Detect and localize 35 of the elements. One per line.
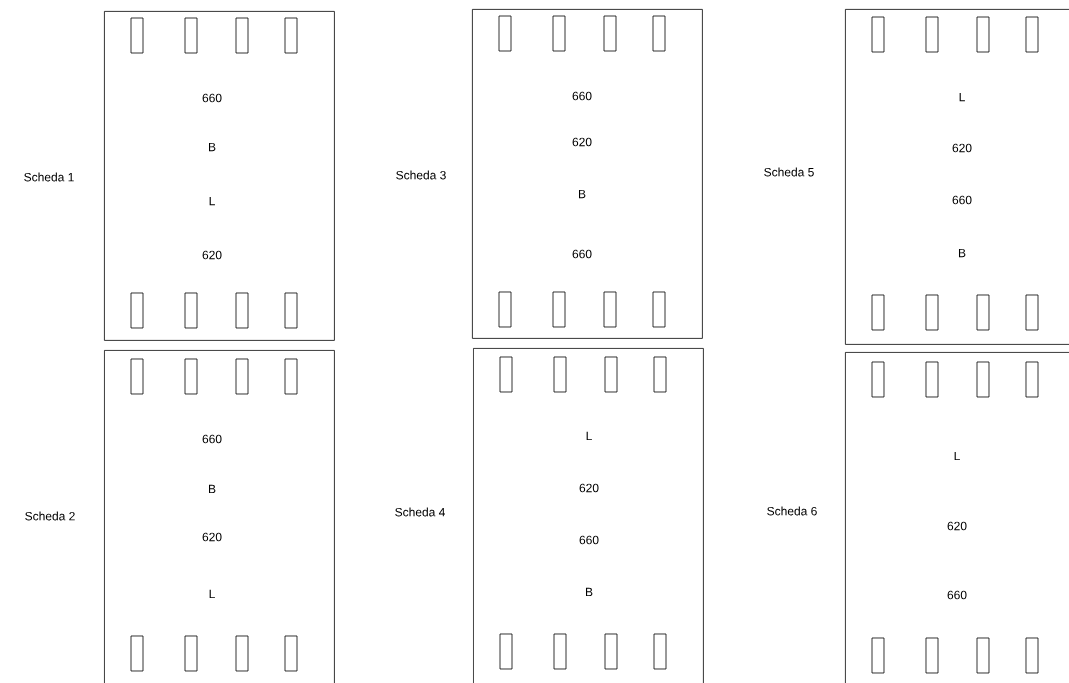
card-text: 660 (579, 535, 599, 545)
card-label: Scheda 3 (396, 170, 446, 180)
card-box (104, 11, 335, 341)
card-text: 660 (202, 434, 222, 444)
card-text: 660 (947, 590, 967, 600)
card-box (845, 9, 1069, 345)
card-text: 620 (202, 250, 222, 260)
card-box (845, 352, 1069, 683)
card-box (472, 9, 703, 339)
card-text: B (209, 142, 216, 152)
card-text: 620 (202, 532, 222, 542)
card-text: 620 (579, 483, 599, 493)
card-label: Scheda 6 (767, 506, 817, 516)
card-text: L (954, 451, 960, 461)
card-text: 660 (572, 249, 592, 259)
card-text: 660 (952, 195, 972, 205)
card-text: B (959, 248, 966, 258)
card-text: L (209, 589, 215, 599)
card-text: 620 (952, 143, 972, 153)
card-text: L (586, 431, 592, 441)
card-text: 660 (202, 93, 222, 103)
card-text: B (586, 587, 593, 597)
card-label: Scheda 5 (764, 167, 814, 177)
card-text: L (959, 92, 965, 102)
card-label: Scheda 4 (395, 507, 445, 517)
card-text: B (579, 189, 586, 199)
card-text: 620 (572, 137, 592, 147)
card-text: L (209, 196, 215, 206)
card-text: 620 (947, 521, 967, 531)
card-box (473, 348, 704, 683)
card-label: Scheda 1 (24, 172, 74, 182)
card-label: Scheda 2 (25, 511, 75, 521)
card-box (104, 350, 335, 683)
card-text: B (209, 484, 216, 494)
card-text: 660 (572, 91, 592, 101)
